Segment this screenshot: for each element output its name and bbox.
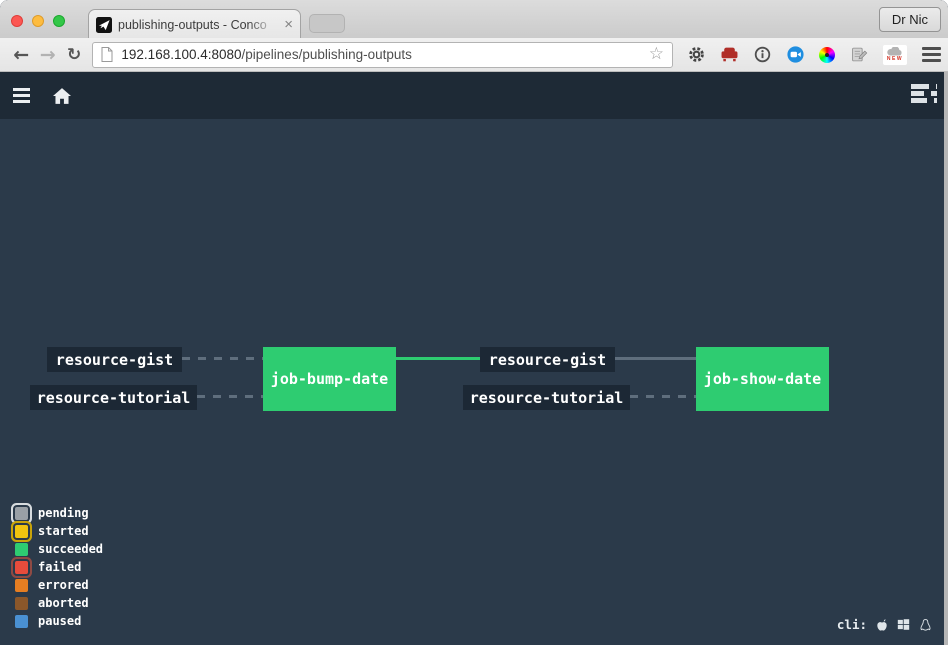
url-text: 192.168.100.4:8080/pipelines/publishing-…	[121, 47, 648, 62]
edge-job-bump-date-to-resource-gist	[396, 357, 480, 360]
back-button[interactable]: ←	[13, 43, 30, 66]
paused-status-swatch	[15, 614, 28, 628]
resource-label: resource-gist	[488, 350, 607, 369]
info-extension-icon[interactable]	[753, 46, 771, 64]
extension-row: NEW	[687, 44, 941, 65]
tab-close-icon[interactable]: ×	[284, 16, 293, 33]
resource-node-gist-2[interactable]: resource-gist	[480, 347, 615, 372]
new-tab-button[interactable]	[309, 14, 345, 33]
scrollbar-track[interactable]	[944, 72, 948, 645]
concourse-favicon-icon	[96, 16, 112, 33]
bookmark-star-icon[interactable]: ☆	[648, 44, 665, 64]
page-document-icon	[101, 47, 113, 62]
profile-button[interactable]: Dr Nic	[878, 7, 941, 32]
color-wheel-extension-icon[interactable]	[819, 46, 836, 63]
tab-publishing-outputs[interactable]: publishing-outputs - Conco ×	[88, 9, 301, 39]
aborted-status-swatch	[15, 596, 28, 610]
close-window-button[interactable]	[11, 15, 23, 27]
job-label: job-show-date	[703, 370, 822, 388]
job-node-bump-date[interactable]: job-bump-date	[263, 347, 396, 411]
hamburger-menu-icon[interactable]	[13, 88, 30, 103]
linux-cli-icon[interactable]	[919, 618, 932, 632]
legend-label: aborted	[38, 596, 89, 610]
legend-label: succeeded	[38, 542, 104, 556]
concourse-topbar	[0, 72, 948, 119]
refresh-button[interactable]: ↻	[67, 44, 82, 65]
legend-label: errored	[38, 578, 89, 592]
edge-resource-tutorial-to-job-bump-date	[197, 395, 263, 398]
pipeline-canvas: resource-gist resource-tutorial job-bump…	[0, 119, 948, 645]
cloud-new-badge: NEW	[886, 56, 904, 62]
legend-item-succeeded: succeeded	[10, 540, 103, 558]
edge-resource-tutorial-to-job-show-date	[630, 395, 696, 398]
address-bar[interactable]: 192.168.100.4:8080/pipelines/publishing-…	[92, 41, 674, 68]
pending-status-swatch	[15, 506, 28, 520]
notes-extension-icon[interactable]	[850, 46, 868, 64]
url-path: /pipelines/publishing-outputs	[241, 47, 412, 62]
legend-label: paused	[38, 614, 82, 628]
legend-item-started: started	[10, 522, 103, 540]
tab-strip: publishing-outputs - Conco × Dr Nic	[0, 0, 948, 39]
armchair-extension-icon[interactable]	[720, 46, 738, 64]
resource-node-tutorial-2[interactable]: resource-tutorial	[463, 385, 630, 410]
url-host: 192.168.100.4:8080	[121, 47, 242, 62]
zoom-window-button[interactable]	[53, 15, 65, 27]
legend-item-paused: paused	[10, 612, 103, 630]
job-node-show-date[interactable]: job-show-date	[696, 347, 829, 411]
cloud-extension-icon[interactable]: NEW	[883, 44, 908, 65]
gear-extension-icon[interactable]	[687, 46, 705, 64]
legend-item-pending: pending	[10, 504, 103, 522]
legend-item-errored: errored	[10, 576, 103, 594]
legend-label: pending	[38, 506, 89, 520]
tab-title: publishing-outputs - Conco	[118, 17, 267, 32]
profile-name: Dr Nic	[891, 12, 928, 27]
edge-resource-gist-to-job-show-date	[615, 357, 696, 360]
resource-label: resource-tutorial	[36, 388, 191, 407]
minimize-window-button[interactable]	[32, 15, 44, 27]
browser-toolbar: ← → ↻ 192.168.100.4:8080/pipelines/publi…	[0, 38, 948, 72]
resource-node-gist-1[interactable]: resource-gist	[47, 347, 182, 372]
chrome-menu-icon[interactable]	[921, 46, 941, 64]
legend-label: failed	[38, 560, 82, 574]
started-status-swatch	[15, 524, 28, 538]
home-icon[interactable]	[53, 87, 71, 104]
job-label: job-bump-date	[270, 370, 389, 388]
pipeline-list-toggle-icon[interactable]	[911, 84, 937, 103]
resource-label: resource-gist	[55, 350, 174, 369]
resource-label: resource-tutorial	[469, 388, 624, 407]
legend-item-aborted: aborted	[10, 594, 103, 612]
window-controls	[11, 15, 65, 27]
legend-label: started	[38, 524, 89, 538]
succeeded-status-swatch	[15, 542, 28, 556]
video-call-extension-icon[interactable]	[786, 46, 804, 64]
resource-node-tutorial-1[interactable]: resource-tutorial	[30, 385, 197, 410]
errored-status-swatch	[15, 578, 28, 592]
windows-cli-icon[interactable]	[897, 618, 910, 631]
legend-item-failed: failed	[10, 558, 103, 576]
apple-cli-icon[interactable]	[876, 618, 888, 632]
status-legend: pending started succeeded failed errored abor…	[10, 504, 103, 630]
cli-label: cli:	[836, 617, 867, 632]
failed-status-swatch	[15, 560, 28, 574]
cli-downloads: cli:	[837, 617, 932, 632]
forward-button[interactable]: →	[39, 43, 56, 66]
edge-resource-gist-to-job-bump-date	[182, 357, 263, 360]
